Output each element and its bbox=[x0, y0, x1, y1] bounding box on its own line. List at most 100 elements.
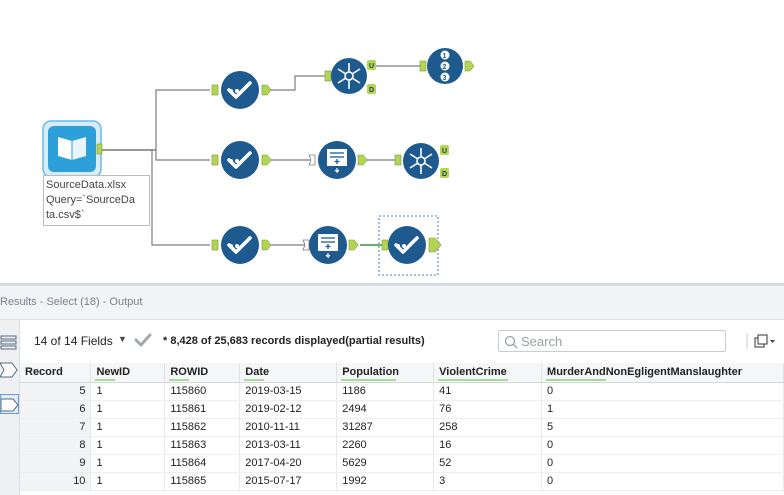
search-icon bbox=[504, 335, 518, 349]
unique-tool-1[interactable]: U D bbox=[324, 58, 376, 94]
grid-header-row: Record NewID ROWID Date Population Viole… bbox=[20, 363, 784, 383]
table-cell: 2015-07-17 bbox=[239, 472, 338, 491]
checkmark-icon[interactable] bbox=[134, 332, 152, 348]
sort-tool-2[interactable] bbox=[302, 226, 359, 264]
dupes-anchor-label: D bbox=[369, 87, 374, 94]
table-cell: 0 bbox=[541, 436, 784, 455]
svg-text:2: 2 bbox=[443, 64, 447, 71]
table-row[interactable]: 5 1 115860 2019-03-15 1186 41 0 bbox=[20, 382, 784, 401]
table-row[interactable]: 9 1 115864 2017-04-20 5629 52 0 bbox=[20, 454, 784, 473]
sort-icon bbox=[318, 234, 338, 259]
checkmark-icon bbox=[394, 236, 419, 254]
book-icon bbox=[58, 137, 86, 160]
table-cell: 0 bbox=[541, 472, 784, 491]
table-row[interactable]: 8 1 115863 2013-03-11 2260 16 0 bbox=[20, 436, 784, 455]
unique-tool-2[interactable]: U D bbox=[394, 143, 449, 179]
record-id-tool[interactable]: 1 2 3 bbox=[419, 48, 475, 84]
results-pane: 14 of 14 Fields ▼ * 8,428 of 25,683 reco… bbox=[0, 320, 784, 495]
table-row[interactable]: 10 1 115865 2015-07-17 1992 3 0 bbox=[20, 472, 784, 491]
column-header-murder[interactable]: MurderAndNonEgligentManslaughter bbox=[541, 363, 784, 383]
record-cell: 5 bbox=[20, 382, 92, 401]
select-tool-4-selected[interactable] bbox=[378, 215, 442, 276]
table-cell: 1 bbox=[90, 418, 166, 437]
svg-text:3: 3 bbox=[443, 75, 447, 82]
results-grid[interactable]: Record NewID ROWID Date Population Viole… bbox=[20, 363, 784, 491]
workflow-svg: U D 1 2 3 bbox=[42, 48, 475, 276]
connector-input-to-select-1[interactable] bbox=[100, 89, 210, 151]
connector-input-to-select-3[interactable] bbox=[100, 149, 210, 246]
table-cell: 1 bbox=[90, 436, 166, 455]
select-tool-2[interactable] bbox=[211, 141, 272, 179]
table-cell: 1 bbox=[90, 472, 166, 491]
table-cell: 2017-04-20 bbox=[239, 454, 338, 473]
workflow-canvas[interactable]: U D 1 2 3 bbox=[0, 0, 784, 283]
table-cell: 115861 bbox=[164, 400, 241, 419]
column-header-date[interactable]: Date bbox=[239, 363, 338, 383]
unique-anchor-label: U bbox=[369, 63, 374, 70]
column-header-rowid[interactable]: ROWID bbox=[164, 363, 241, 383]
snowflake-icon bbox=[409, 148, 433, 174]
record-cell: 8 bbox=[20, 436, 92, 455]
input-data-tool[interactable] bbox=[42, 120, 103, 178]
grid-view-button[interactable] bbox=[0, 333, 19, 353]
column-header-population[interactable]: Population bbox=[336, 363, 435, 383]
output-anchor-button[interactable] bbox=[0, 360, 19, 380]
table-cell: 1 bbox=[90, 382, 166, 401]
results-toolbar: 14 of 14 Fields ▼ * 8,428 of 25,683 reco… bbox=[20, 320, 784, 362]
table-cell: 2019-02-12 bbox=[239, 400, 338, 419]
numbered-list-icon: 1 2 3 bbox=[440, 50, 450, 82]
column-header-record[interactable]: Record bbox=[20, 363, 92, 383]
sort-tool-1[interactable] bbox=[308, 141, 368, 179]
table-cell: 0 bbox=[541, 382, 784, 401]
table-cell: 2260 bbox=[336, 436, 435, 455]
results-left-rail bbox=[0, 320, 20, 495]
input-anchor-button[interactable] bbox=[0, 394, 19, 414]
record-cell: 9 bbox=[20, 454, 92, 473]
record-cell: 7 bbox=[20, 418, 92, 437]
table-cell: 5 bbox=[541, 418, 784, 437]
select-tool-3[interactable] bbox=[211, 226, 272, 264]
column-header-violentcrime[interactable]: ViolentCrime bbox=[433, 363, 543, 383]
connector-select1-to-unique1[interactable] bbox=[270, 75, 330, 91]
table-cell: 115860 bbox=[164, 382, 241, 401]
table-cell: 0 bbox=[541, 454, 784, 473]
table-row[interactable]: 7 1 115862 2010-11-11 31287 258 5 bbox=[20, 418, 784, 437]
results-header: Results - Select (18) - Output bbox=[0, 286, 784, 320]
list-icon bbox=[0, 335, 17, 350]
column-header-newid[interactable]: NewID bbox=[90, 363, 166, 383]
table-cell: 115862 bbox=[164, 418, 241, 437]
table-cell: 52 bbox=[433, 454, 543, 473]
unique-anchor-label: U bbox=[442, 148, 447, 155]
table-cell: 1992 bbox=[336, 472, 435, 491]
table-cell: 76 bbox=[433, 400, 543, 419]
table-cell: 258 bbox=[433, 418, 543, 437]
connector-input-to-select-2[interactable] bbox=[100, 149, 210, 161]
input-anchor-icon bbox=[0, 398, 19, 412]
table-cell: 16 bbox=[433, 436, 543, 455]
checkmark-icon bbox=[227, 151, 252, 169]
table-cell: 115863 bbox=[164, 436, 241, 455]
record-cell: 6 bbox=[20, 400, 92, 419]
checkmark-icon bbox=[227, 236, 252, 254]
table-cell: 3 bbox=[433, 472, 543, 491]
connectors bbox=[100, 65, 425, 246]
table-cell: 2010-11-11 bbox=[239, 418, 338, 437]
table-row[interactable]: 6 1 115861 2019-02-12 2494 76 1 bbox=[20, 400, 784, 419]
table-cell: 5629 bbox=[336, 454, 435, 473]
table-cell: 1186 bbox=[336, 382, 435, 401]
dupes-anchor-label: D bbox=[442, 171, 447, 178]
copy-button[interactable] bbox=[746, 330, 776, 352]
chevron-down-icon[interactable]: ▼ bbox=[118, 334, 127, 344]
records-info: * 8,428 of 25,683 records displayed(part… bbox=[163, 335, 425, 347]
pane-divider[interactable] bbox=[0, 283, 784, 286]
table-cell: 115865 bbox=[164, 472, 241, 491]
table-cell: 31287 bbox=[336, 418, 435, 437]
select-tool-1[interactable] bbox=[211, 71, 272, 109]
fields-dropdown[interactable]: 14 of 14 Fields bbox=[34, 334, 113, 348]
svg-text:1: 1 bbox=[443, 53, 447, 60]
search-input[interactable]: Search bbox=[498, 330, 726, 352]
table-cell: 1 bbox=[90, 400, 166, 419]
results-title: Results - Select (18) - Output bbox=[0, 296, 143, 308]
input-tool-annotation: SourceData.xlsx Query=`SourceDa ta.csv$` bbox=[43, 175, 150, 226]
table-cell: 2019-03-15 bbox=[239, 382, 338, 401]
